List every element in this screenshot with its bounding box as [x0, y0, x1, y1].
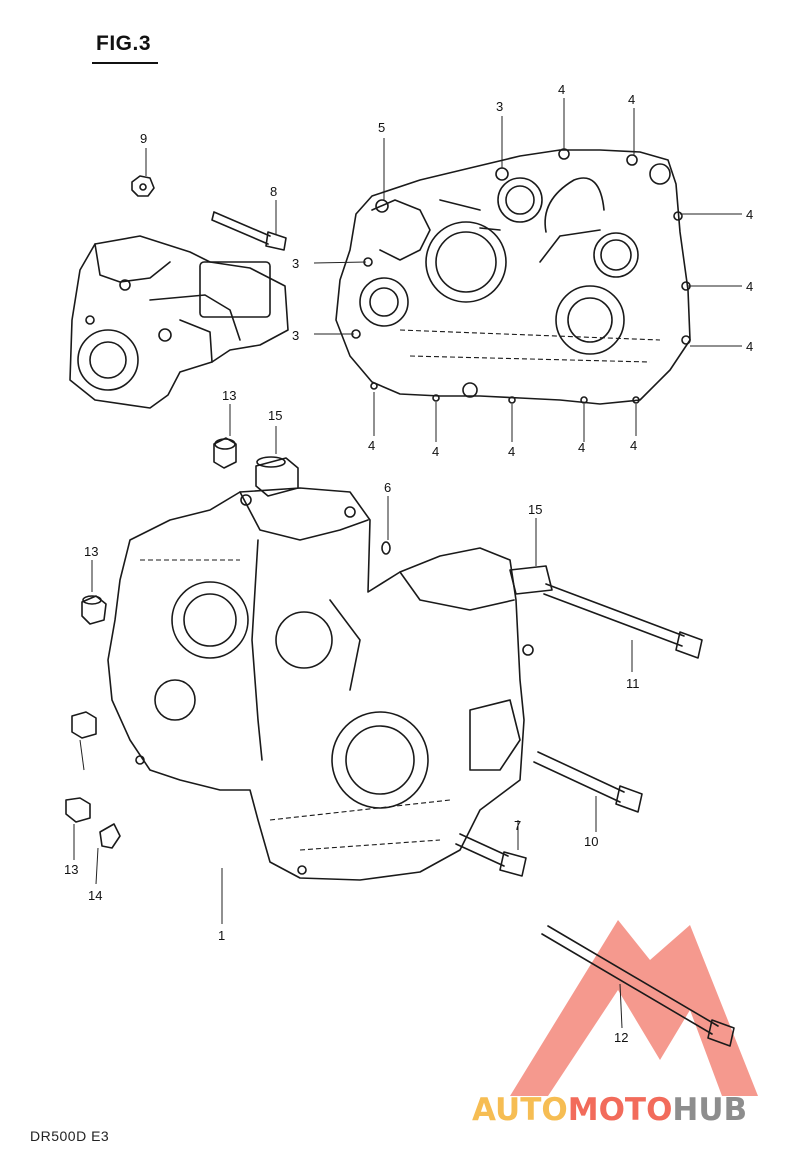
part-13-dowel-left: [81, 595, 107, 625]
watermark-logo-icon: [510, 920, 758, 1096]
callout-4: 4: [558, 82, 565, 97]
callout-15: 15: [528, 502, 542, 517]
model-code-label: DR500D E3: [30, 1128, 110, 1144]
callout-4: 4: [746, 339, 753, 354]
callout-4: 4: [630, 438, 637, 453]
figure-title-underline: [92, 62, 158, 64]
callout-13: 13: [84, 544, 98, 559]
callout-4: 4: [432, 444, 439, 459]
figure-title: FIG.3: [96, 32, 152, 55]
callout-5: 5: [378, 120, 385, 135]
callout-4: 4: [746, 207, 753, 222]
callout-12: 12: [614, 1030, 628, 1045]
callout-8: 8: [270, 184, 277, 199]
part-10-bolt: [533, 751, 643, 813]
callout-15: 15: [268, 408, 282, 423]
part-9-nut: [131, 175, 155, 197]
callout-7: 7: [514, 818, 521, 833]
watermark-moto: MOTO: [567, 1092, 673, 1128]
callout-6: 6: [384, 480, 391, 495]
watermark-hub: HUB: [672, 1092, 748, 1128]
callout-3: 3: [292, 328, 299, 343]
part-13-dowel-upper: [213, 437, 237, 469]
part-11-long-bolt: [543, 583, 703, 659]
callout-11: 11: [626, 676, 640, 691]
callout-14: 14: [88, 888, 102, 903]
callout-13: 13: [64, 862, 78, 877]
leader-lines: [73, 98, 742, 1029]
callout-1: 1: [218, 928, 225, 943]
left-crankcase-assembly: [107, 487, 534, 881]
callout-4: 4: [508, 444, 515, 459]
part-15-sleeve-right: [509, 565, 553, 595]
callout-3: 3: [496, 99, 503, 114]
part-7-bolt: [455, 833, 527, 877]
callout-labels: 9 8 3 3 5 3 4 4 4 4 4 4 4 4 4 4 13 15 6 …: [64, 82, 753, 1045]
callout-4: 4: [628, 92, 635, 107]
callout-13: 13: [222, 388, 236, 403]
watermark-auto: AUTO: [472, 1092, 568, 1128]
callout-4: 4: [368, 438, 375, 453]
callout-4: 4: [578, 440, 585, 455]
callout-10: 10: [584, 834, 598, 849]
part-13-dowel-lower: [65, 711, 97, 823]
callout-9: 9: [140, 131, 147, 146]
part-15-dowel-upper: [255, 456, 299, 497]
part-6-ring: [381, 541, 391, 555]
upper-left-head-assembly: [69, 235, 289, 409]
part-14-dowel: [99, 823, 121, 849]
callout-3: 3: [292, 256, 299, 271]
right-crankcase-half: [335, 148, 691, 405]
callout-4: 4: [746, 279, 753, 294]
watermark-brand-text: AUTOMOTOHUB: [472, 1092, 747, 1128]
part-8-bolt: [211, 211, 287, 251]
part-12-long-bolt: [541, 925, 735, 1047]
